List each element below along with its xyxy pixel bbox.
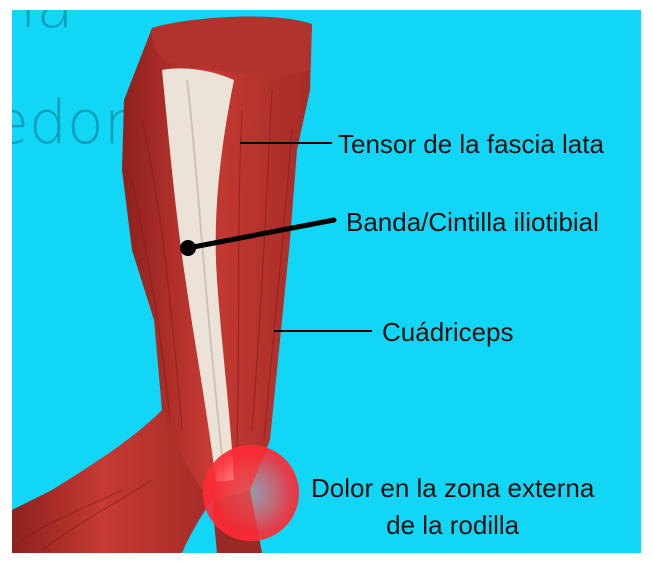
label-knee-pain-line2: de la rodilla xyxy=(386,510,519,540)
label-knee-pain-line1: Dolor en la zona externa xyxy=(311,473,594,503)
label-knee-pain: Dolor en la zona externa de la rodilla xyxy=(311,470,594,544)
label-tensor-fascia-lata: Tensor de la fascia lata xyxy=(338,129,604,160)
knee-pain-highlight xyxy=(203,445,299,541)
banda-leader-dot xyxy=(180,240,196,256)
label-quadriceps: Cuádriceps xyxy=(382,317,514,348)
label-iliotibial-band: Banda/Cintilla iliotibial xyxy=(346,207,599,238)
anatomy-panel: la edor xyxy=(12,10,641,553)
